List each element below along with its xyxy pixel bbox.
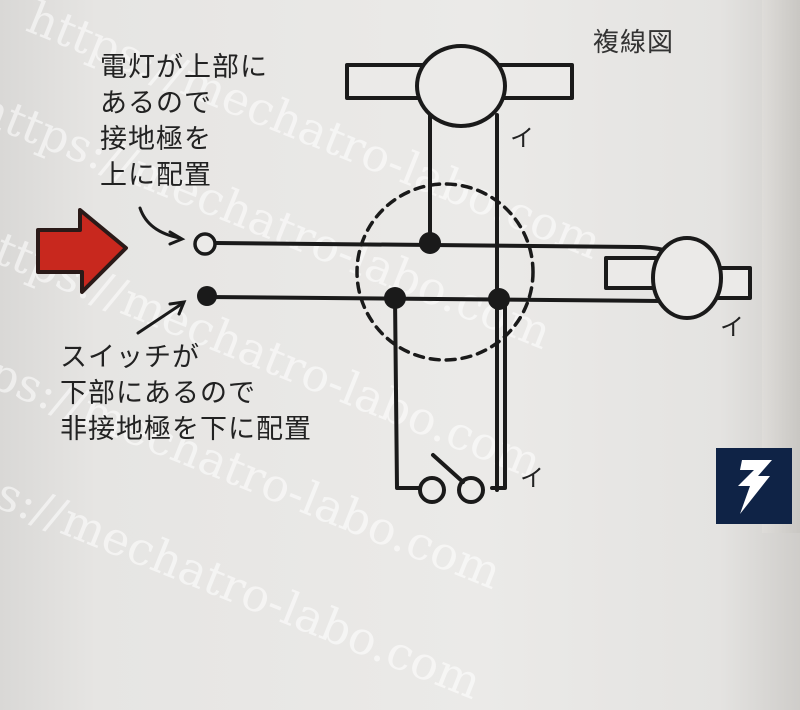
switch-contact (457, 476, 485, 504)
bottom-note-line: スイッチが (60, 342, 200, 373)
wire-mark-switch: イ (520, 464, 544, 492)
pointer-arrow-top (138, 206, 182, 240)
wiring-diagram (36, 44, 752, 504)
pointer-arrow-bottom (136, 301, 185, 335)
site-logo (716, 448, 792, 524)
upper-lamp (415, 44, 507, 128)
junction-dot (488, 288, 510, 310)
grounded-terminal (193, 232, 217, 256)
junction-dot (419, 232, 441, 254)
bottom-note-line: 下部にあるので (60, 378, 256, 409)
junction-dot (384, 287, 406, 309)
junction-box (355, 182, 535, 362)
switch-lever (431, 453, 465, 484)
top-note-line: 電灯が上部に (100, 52, 268, 83)
ungrounded-terminal (197, 286, 217, 306)
bottom-note-line: 非接地極を下に配置 (60, 414, 312, 445)
top-note-line: あるので (100, 88, 212, 119)
bottom-note: スイッチが 下部にあるので 非接地極を下に配置 (60, 340, 312, 448)
switch-contact (418, 476, 446, 504)
wire-mark-right: イ (720, 313, 744, 341)
page-edge (762, 0, 800, 533)
top-note-line: 上に配置 (100, 160, 212, 191)
lightning-bolt-icon (738, 460, 772, 514)
diagram-title: 複線図 (593, 28, 675, 58)
top-note-line: 接地極を (100, 124, 212, 155)
wire-mark-upper: イ (510, 124, 534, 152)
top-note: 電灯が上部に あるので 接地極を 上に配置 (100, 50, 268, 194)
right-lamp (651, 236, 723, 320)
red-arrow-icon (36, 208, 128, 294)
